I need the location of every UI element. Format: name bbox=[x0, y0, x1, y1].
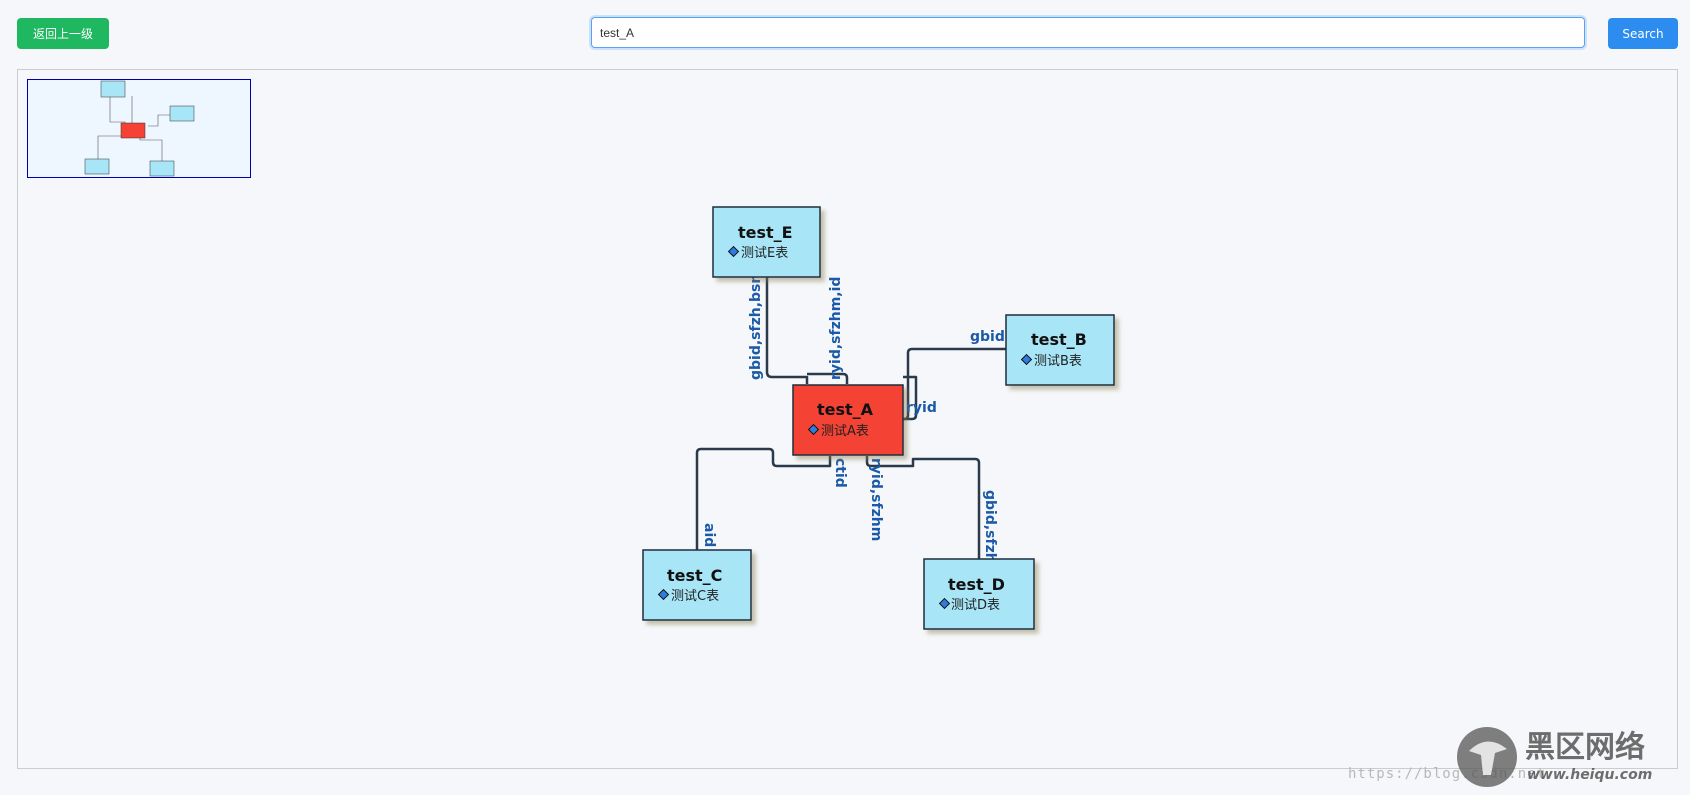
node-desc: 测试B表 bbox=[1034, 354, 1082, 369]
minimap-node-d bbox=[149, 160, 175, 177]
diamond-icon bbox=[1020, 353, 1033, 366]
node-desc: 测试A表 bbox=[821, 424, 869, 439]
watermark-logo: 黑区网络 www.heiqu.com bbox=[1457, 727, 1652, 787]
watermark-domain: www.heiqu.com bbox=[1527, 767, 1652, 783]
search-button[interactable]: Search bbox=[1608, 18, 1678, 49]
node-desc: 测试C表 bbox=[671, 589, 719, 604]
diamond-icon bbox=[727, 245, 740, 258]
minimap-node-e bbox=[100, 80, 126, 98]
node-title: test_D bbox=[948, 575, 1005, 594]
back-button[interactable]: 返回上一级 bbox=[17, 18, 109, 49]
diamond-icon bbox=[657, 588, 670, 601]
minimap-node-a bbox=[120, 122, 146, 139]
search-input[interactable] bbox=[591, 17, 1585, 48]
node-test-e[interactable]: test_E 测试E表 bbox=[712, 206, 821, 278]
watermark-brand: 黑区网络 bbox=[1525, 730, 1645, 765]
node-title: test_C bbox=[667, 566, 722, 585]
node-title: test_A bbox=[817, 400, 874, 419]
minimap-svg bbox=[84, 80, 195, 177]
minimap-node-b bbox=[169, 105, 195, 122]
diamond-icon bbox=[807, 423, 820, 436]
node-desc: 测试D表 bbox=[951, 598, 1000, 613]
overview-minimap[interactable] bbox=[27, 79, 251, 178]
node-test-b[interactable]: test_B 测试B表 bbox=[1005, 314, 1115, 386]
node-test-a[interactable]: test_A 测试A表 bbox=[792, 384, 904, 456]
node-title: test_E bbox=[738, 223, 793, 242]
node-test-c[interactable]: test_C 测试C表 bbox=[642, 549, 752, 621]
node-test-d[interactable]: test_D 测试D表 bbox=[923, 558, 1035, 630]
node-desc: 测试E表 bbox=[741, 246, 788, 261]
diamond-icon bbox=[938, 597, 951, 610]
node-title: test_B bbox=[1031, 330, 1087, 349]
minimap-node-c bbox=[84, 158, 110, 175]
